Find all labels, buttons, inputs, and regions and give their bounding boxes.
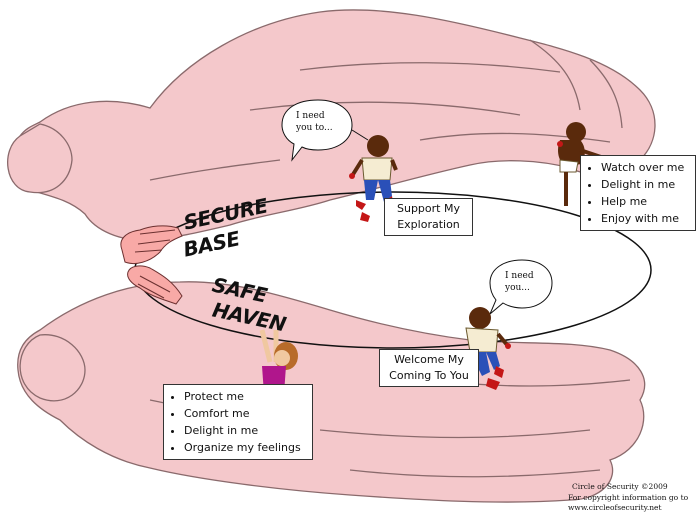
speech-bubble-right-line1: I need (505, 270, 534, 282)
need-help-me: Help me (601, 193, 695, 210)
need-watch-over-me: Watch over me (601, 159, 695, 176)
exploration-needs-list: Watch over me Delight in me Help me Enjo… (580, 155, 696, 231)
copyright-line2: For copyright information go to (568, 493, 688, 503)
support-exploration-box: Support My Exploration (384, 198, 473, 236)
speech-bubble-right-line2: you... (505, 282, 534, 294)
need-enjoy-with-me: Enjoy with me (601, 210, 695, 227)
speech-bubble-top-text: I need you to... (296, 110, 333, 134)
lower-hand (18, 282, 645, 502)
support-exploration-line1: Support My (391, 201, 466, 217)
need-delight-in-me-top: Delight in me (601, 176, 695, 193)
comfort-needs-list: Protect me Comfort me Delight in me Orga… (163, 384, 313, 460)
copyright-url[interactable]: www.circleofsecurity.net (568, 503, 662, 513)
welcome-coming-box: Welcome My Coming To You (379, 349, 479, 387)
need-comfort-me: Comfort me (184, 405, 312, 422)
welcome-coming-line1: Welcome My (386, 352, 472, 368)
welcome-coming-line2: Coming To You (386, 368, 472, 384)
need-delight-in-me-bottom: Delight in me (184, 422, 312, 439)
lower-hand-palm (18, 282, 645, 502)
speech-bubble-top-line1: I need (296, 110, 333, 122)
need-protect-me: Protect me (184, 388, 312, 405)
need-organize-my-feelings: Organize my feelings (184, 439, 312, 456)
speech-bubble-right-text: I need you... (505, 270, 534, 294)
copyright-line1: Circle of Security ©2009 (572, 482, 668, 492)
speech-bubble-top-line2: you to... (296, 122, 333, 134)
support-exploration-line2: Exploration (391, 217, 466, 233)
